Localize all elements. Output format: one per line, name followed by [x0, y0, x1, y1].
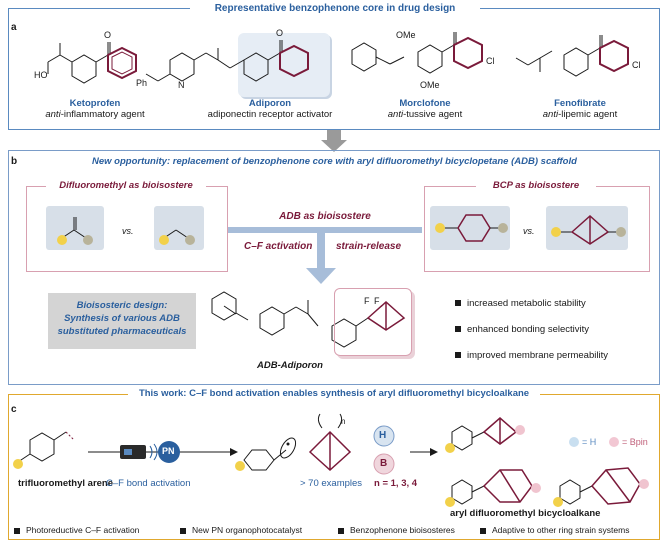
- adb-bioisostere: ADB as bioisostere: [279, 211, 371, 222]
- step-label: C–F bond activation: [106, 478, 191, 489]
- adb-adiporon-name: ADB-Adiporon: [257, 360, 323, 371]
- legend-h: = H: [582, 437, 597, 447]
- atom-f1: F: [364, 296, 370, 306]
- drug-desc: adiponectin receptor activator: [207, 109, 333, 120]
- cf-activation-label: C–F activation: [244, 241, 313, 252]
- drug-morclofone: Morclofone anti-tussive agent: [370, 98, 480, 120]
- panel-a-label: a: [11, 22, 17, 33]
- panel-b-label: b: [11, 156, 18, 167]
- drug-ketoprofen: Ketoprofen anti-inflammatory agent: [40, 98, 150, 120]
- drug-desc: anti-lipemic agent: [542, 109, 618, 120]
- benefit-3: improved membrane permeability: [455, 350, 608, 361]
- n-values-label: n = 1, 3, 4: [374, 478, 418, 489]
- product-label: aryl difluoromethyl bicycloalkane: [450, 508, 601, 519]
- atom-ph-adiporon: Ph: [136, 78, 148, 88]
- panel-a-header: Representative benzophenone core in drug…: [190, 3, 480, 15]
- atom-o-keto: O: [104, 30, 112, 40]
- drug-desc: anti-inflammatory agent: [45, 109, 145, 120]
- adiporon-highlight: [238, 33, 330, 97]
- strain-release-label: strain-release: [336, 241, 402, 252]
- panel-b-header: New opportunity: replacement of benzophe…: [92, 156, 577, 167]
- drug-adiporon: Adiporon adiponectin receptor activator: [185, 98, 355, 120]
- benefit-2: enhanced bonding selectivity: [455, 324, 589, 335]
- atom-cl-morclofone: Cl: [486, 56, 495, 66]
- feature-1: Photoreductive C–F activation: [14, 525, 139, 535]
- feature-3: Benzophenone bioisosteres: [338, 525, 455, 535]
- atom-ho: HO: [34, 70, 48, 80]
- panel-c-header: This work: C–F bond activation enables s…: [128, 388, 540, 399]
- down-arrow-icon: [321, 130, 347, 152]
- drug-name: Ketoprofen: [69, 98, 121, 109]
- atom-cl-fenofibrate: Cl: [632, 60, 641, 70]
- n-subscript: n: [341, 417, 346, 426]
- examples-label: > 70 examples: [300, 478, 363, 489]
- start-label: trifluoromethyl arene: [18, 478, 114, 489]
- benefit-1: increased metabolic stability: [455, 298, 586, 309]
- design-box: Bioisosteric design: Synthesis of variou…: [48, 293, 196, 349]
- h-circle-label: H: [379, 430, 387, 441]
- bcp-title: BCP as bioisostere: [476, 180, 596, 191]
- center-arrows: [57, 214, 626, 348]
- drug-desc: anti-tussive agent: [387, 109, 463, 120]
- adb-highlight: [334, 288, 412, 356]
- drug-name: Fenofibrate: [554, 98, 606, 109]
- drug-fenofibrate: Fenofibrate anti-lipemic agent: [520, 98, 640, 120]
- atom-n-adiporon: N: [178, 80, 185, 90]
- atom-o-adiporon: O: [276, 28, 284, 38]
- bullet-icon: [14, 527, 20, 534]
- bullet-icon: [455, 352, 461, 359]
- atom-ome-top: OMe: [396, 30, 416, 40]
- vs-right: vs.: [523, 226, 535, 236]
- bullet-icon: [455, 300, 461, 307]
- atom-ome-bottom: OMe: [420, 80, 440, 90]
- bullet-icon: [480, 527, 486, 534]
- b-circle-label: B: [380, 458, 388, 469]
- panel-a-structures: [47, 32, 629, 84]
- feature-2: New PN organophotocatalyst: [180, 525, 302, 535]
- carbonyl-tile: [46, 206, 104, 250]
- bullet-icon: [338, 527, 344, 534]
- drug-name: Morclofone: [399, 98, 451, 109]
- legend-bpin: = Bpin: [622, 437, 648, 447]
- catalyst-label: PN: [162, 446, 175, 456]
- panel-c-label: c: [11, 404, 17, 415]
- feature-4: Adaptive to other ring strain systems: [480, 525, 629, 535]
- drug-name: Adiporon: [248, 98, 292, 109]
- difluoromethyl-title: Difluoromethyl as bioisostere: [46, 180, 206, 191]
- bullet-icon: [180, 527, 186, 534]
- atom-f2: F: [374, 296, 380, 306]
- bullet-icon: [455, 326, 461, 333]
- vs-left: vs.: [122, 226, 134, 236]
- panel-b: [8, 150, 660, 385]
